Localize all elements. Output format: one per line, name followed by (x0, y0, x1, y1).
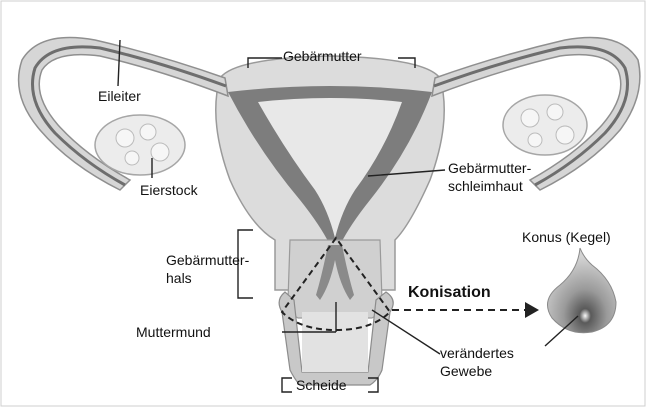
label-schleimhaut-line2: schleimhaut (448, 178, 523, 195)
vaginal-canal (302, 312, 368, 372)
label-veraendert-line1: verändertes (440, 345, 514, 362)
label-konisation: Konisation (408, 284, 491, 301)
label-scheide: Scheide (296, 377, 347, 394)
label-hals-line1: Gebärmutter- (166, 252, 249, 269)
right-ovary (503, 95, 587, 155)
label-eierstock: Eierstock (140, 182, 198, 199)
label-veraendert-line2: Gewebe (440, 363, 492, 380)
label-hals-line2: hals (166, 270, 192, 287)
label-gebaermutter: Gebärmutter (283, 48, 362, 65)
label-konus: Konus (Kegel) (522, 229, 611, 246)
label-muttermund: Muttermund (136, 324, 211, 341)
left-ovary (95, 115, 185, 175)
label-eileiter: Eileiter (98, 88, 141, 105)
label-schleimhaut-line1: Gebärmutter- (448, 160, 531, 177)
